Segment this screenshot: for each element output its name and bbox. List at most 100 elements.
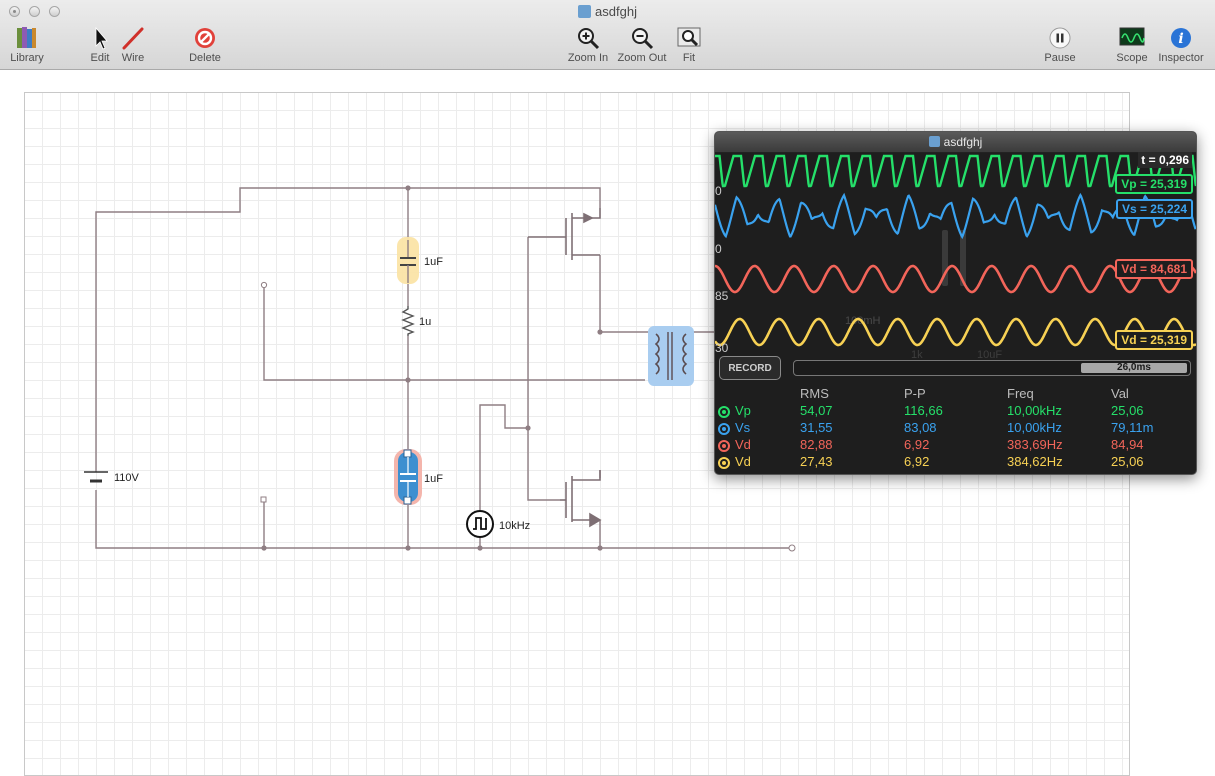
axis-fragment-d: 30 bbox=[715, 341, 729, 355]
capacitor-top-label: 1uF bbox=[424, 256, 443, 268]
measurement-pp: 83,08 bbox=[904, 420, 937, 435]
time-window-slider[interactable]: 26,0ms bbox=[793, 360, 1191, 376]
scope-label: Scope bbox=[1116, 52, 1148, 64]
zoom-window-button[interactable] bbox=[49, 6, 60, 17]
edit-label: Edit bbox=[90, 52, 110, 64]
measurement-row-vd: Vd 27,43 6,92 384,62Hz 25,06 bbox=[715, 454, 1196, 471]
channel-name: Vd bbox=[735, 454, 751, 469]
header-pp: P-P bbox=[904, 386, 926, 401]
axis-fragment-c: 85 bbox=[715, 289, 729, 303]
resistor-label: 1u bbox=[419, 316, 431, 328]
header-val: Val bbox=[1111, 386, 1129, 401]
channel-name: Vs bbox=[735, 420, 751, 435]
zoom-in-icon bbox=[557, 26, 619, 52]
minimize-window-button[interactable] bbox=[29, 6, 40, 17]
fit-button[interactable]: Fit bbox=[658, 26, 720, 64]
zoom-out-icon bbox=[611, 26, 673, 52]
measurement-val: 25,06 bbox=[1111, 454, 1144, 469]
wire-pen-icon bbox=[102, 26, 164, 52]
scope-hidden-label-2: 1k bbox=[911, 349, 923, 358]
measurement-rms: 27,43 bbox=[800, 454, 833, 469]
delete-button[interactable]: Delete bbox=[174, 26, 236, 64]
measurement-freq: 383,69Hz bbox=[1007, 437, 1063, 452]
scope-button[interactable]: Scope bbox=[1101, 26, 1163, 64]
capacitor-bottom-label: 1uF bbox=[424, 473, 443, 485]
channel-toggle-icon[interactable] bbox=[718, 406, 730, 418]
zoom-in-button[interactable]: Zoom In bbox=[557, 26, 619, 64]
wire-button[interactable]: Wire bbox=[102, 26, 164, 64]
library-icon bbox=[0, 26, 58, 52]
square-wave-source-icon[interactable] bbox=[466, 510, 494, 538]
scope-window[interactable]: asdfghj 100mH 1k 10uF 0 0 85 30 t = 0,29… bbox=[714, 131, 1197, 475]
zoom-out-label: Zoom Out bbox=[617, 52, 667, 64]
info-icon: i bbox=[1150, 26, 1212, 52]
measurement-freq: 384,62Hz bbox=[1007, 454, 1063, 469]
window-title-text: asdfghj bbox=[595, 4, 637, 19]
window-title: asdfghj bbox=[0, 4, 1215, 19]
time-readout: t = 0,296 bbox=[1138, 152, 1192, 168]
delete-label: Delete bbox=[189, 52, 221, 64]
cursor-arrow-icon bbox=[69, 26, 131, 52]
mosfet-top-icon[interactable] bbox=[528, 208, 601, 260]
mosfet-bottom-icon[interactable] bbox=[560, 470, 602, 528]
resistor-icon[interactable] bbox=[401, 306, 415, 336]
capacitor-bottom-icon[interactable] bbox=[394, 449, 422, 505]
battery-label: 110V bbox=[114, 472, 140, 484]
axis-fragment-a: 0 bbox=[715, 184, 722, 198]
record-button[interactable]: RECORD bbox=[719, 356, 781, 380]
transformer-icon[interactable] bbox=[648, 326, 694, 386]
axis-fragment-b: 0 bbox=[715, 242, 722, 256]
measurement-rms: 31,55 bbox=[800, 420, 833, 435]
inspector-label: Inspector bbox=[1158, 52, 1204, 64]
channel-name: Vd bbox=[735, 437, 751, 452]
measurement-rms: 82,88 bbox=[800, 437, 833, 452]
trace-vp bbox=[715, 154, 1196, 188]
source-label: 10kHz bbox=[499, 520, 530, 532]
document-icon bbox=[578, 5, 592, 18]
inspector-button[interactable]: i Inspector bbox=[1150, 26, 1212, 64]
measurement-val: 79,11m bbox=[1111, 420, 1154, 435]
measurement-val: 25,06 bbox=[1111, 403, 1144, 418]
measurement-pp: 116,66 bbox=[904, 403, 943, 418]
close-window-button[interactable] bbox=[9, 6, 20, 17]
header-freq: Freq bbox=[1007, 386, 1034, 401]
scope-icon bbox=[1101, 26, 1163, 52]
channel-toggle-icon[interactable] bbox=[718, 440, 730, 452]
measurement-row-vd: Vd 82,88 6,92 383,69Hz 84,94 bbox=[715, 437, 1196, 454]
measurement-freq: 10,00kHz bbox=[1007, 420, 1062, 435]
channel-toggle-icon[interactable] bbox=[718, 457, 730, 469]
badge-vp: Vp = 25,319 bbox=[1115, 174, 1193, 194]
edit-button[interactable]: Edit bbox=[69, 26, 131, 64]
fit-label: Fit bbox=[682, 52, 696, 64]
document-icon bbox=[928, 136, 940, 147]
header-rms: RMS bbox=[800, 386, 829, 401]
zoom-in-label: Zoom In bbox=[567, 52, 609, 64]
badge-vs: Vs = 25,224 bbox=[1115, 199, 1193, 219]
trace-vs bbox=[715, 192, 1196, 240]
time-window-knob[interactable]: 26,0ms bbox=[1081, 363, 1187, 373]
delete-icon bbox=[174, 26, 236, 52]
channel-toggle-icon[interactable] bbox=[718, 423, 730, 435]
capacitor-top-icon[interactable] bbox=[397, 237, 419, 284]
svg-text:i: i bbox=[1178, 31, 1183, 47]
measurement-pp: 6,92 bbox=[904, 454, 930, 469]
library-button[interactable]: Library bbox=[0, 26, 58, 64]
zoom-out-button[interactable]: Zoom Out bbox=[611, 26, 673, 64]
library-label: Library bbox=[10, 52, 44, 64]
battery-icon[interactable] bbox=[84, 471, 108, 483]
pause-label: Pause bbox=[1044, 52, 1076, 64]
fit-icon bbox=[658, 26, 720, 52]
pause-button[interactable]: Pause bbox=[1029, 26, 1091, 64]
badge-vd-red: Vd = 84,681 bbox=[1115, 259, 1193, 279]
measurement-row-vs: Vs 31,55 83,08 10,00kHz 79,11m bbox=[715, 420, 1196, 437]
scope-hidden-label-3: 10uF bbox=[977, 349, 1002, 358]
measurement-val: 84,94 bbox=[1111, 437, 1144, 452]
scope-title: asdfghj bbox=[715, 132, 1196, 153]
measurement-header: RMS P-P Freq Val bbox=[715, 386, 1196, 403]
measurement-rms: 54,07 bbox=[800, 403, 833, 418]
measurement-pp: 6,92 bbox=[904, 437, 930, 452]
pause-icon bbox=[1029, 26, 1091, 52]
